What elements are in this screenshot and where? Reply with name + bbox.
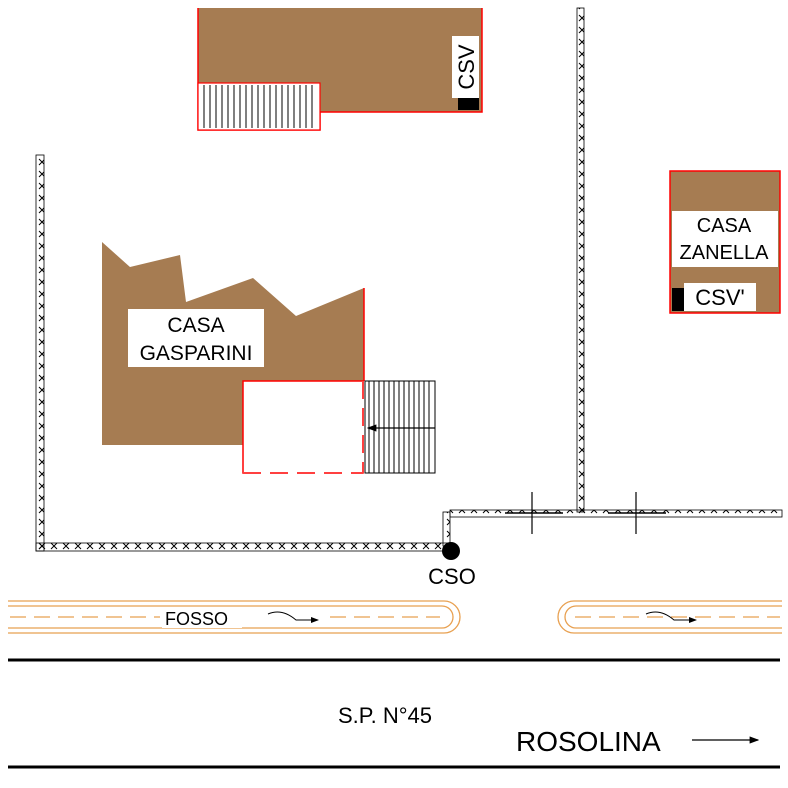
casa-zanella: CASA ZANELLA CSV' [669, 170, 781, 314]
csv-prime-label: CSV' [695, 285, 744, 310]
gasparini-stairs-steps [368, 381, 430, 473]
road: S.P. N°45 ROSOLINA [8, 658, 780, 769]
ditch-left-inner [8, 605, 454, 629]
fosso-label: FOSSO [165, 609, 228, 629]
cso-label: CSO [428, 564, 476, 589]
casa-gasparini: CASA GASPARINI [102, 242, 436, 474]
csv-marker [458, 98, 479, 110]
csv-label: CSV [454, 44, 479, 90]
zanella-label-line2: ZANELLA [680, 242, 770, 264]
ditch [8, 600, 782, 634]
top-building: CSV [197, 8, 483, 131]
road-name: S.P. N°45 [338, 703, 432, 728]
gasparini-label-box [128, 309, 264, 367]
flow-arrow-left [267, 611, 319, 623]
ditch-right-inner [564, 605, 782, 629]
gasparini-stairs [364, 380, 436, 474]
top-stairs-steps [203, 85, 313, 128]
fences [35, 7, 783, 552]
csv-prime-label-box [684, 283, 756, 311]
cso-point: CSO [428, 542, 476, 589]
ditch-left-outline [8, 600, 461, 634]
gasparini-porch [242, 380, 364, 474]
ditch-flow-arrows [267, 611, 697, 623]
gasparini-label-line2: GASPARINI [140, 342, 253, 365]
gasparini-label-line1: CASA [167, 314, 224, 337]
zanella-label-box [672, 211, 778, 267]
csv-label-box [452, 36, 479, 98]
csv-prime-marker [672, 288, 684, 311]
flow-arrow-right [645, 611, 697, 623]
ditch-right-outline [557, 600, 782, 634]
cso-marker [442, 542, 460, 560]
road-direction-label: ROSOLINA [516, 726, 661, 757]
zanella-label-line1: CASA [697, 215, 752, 237]
